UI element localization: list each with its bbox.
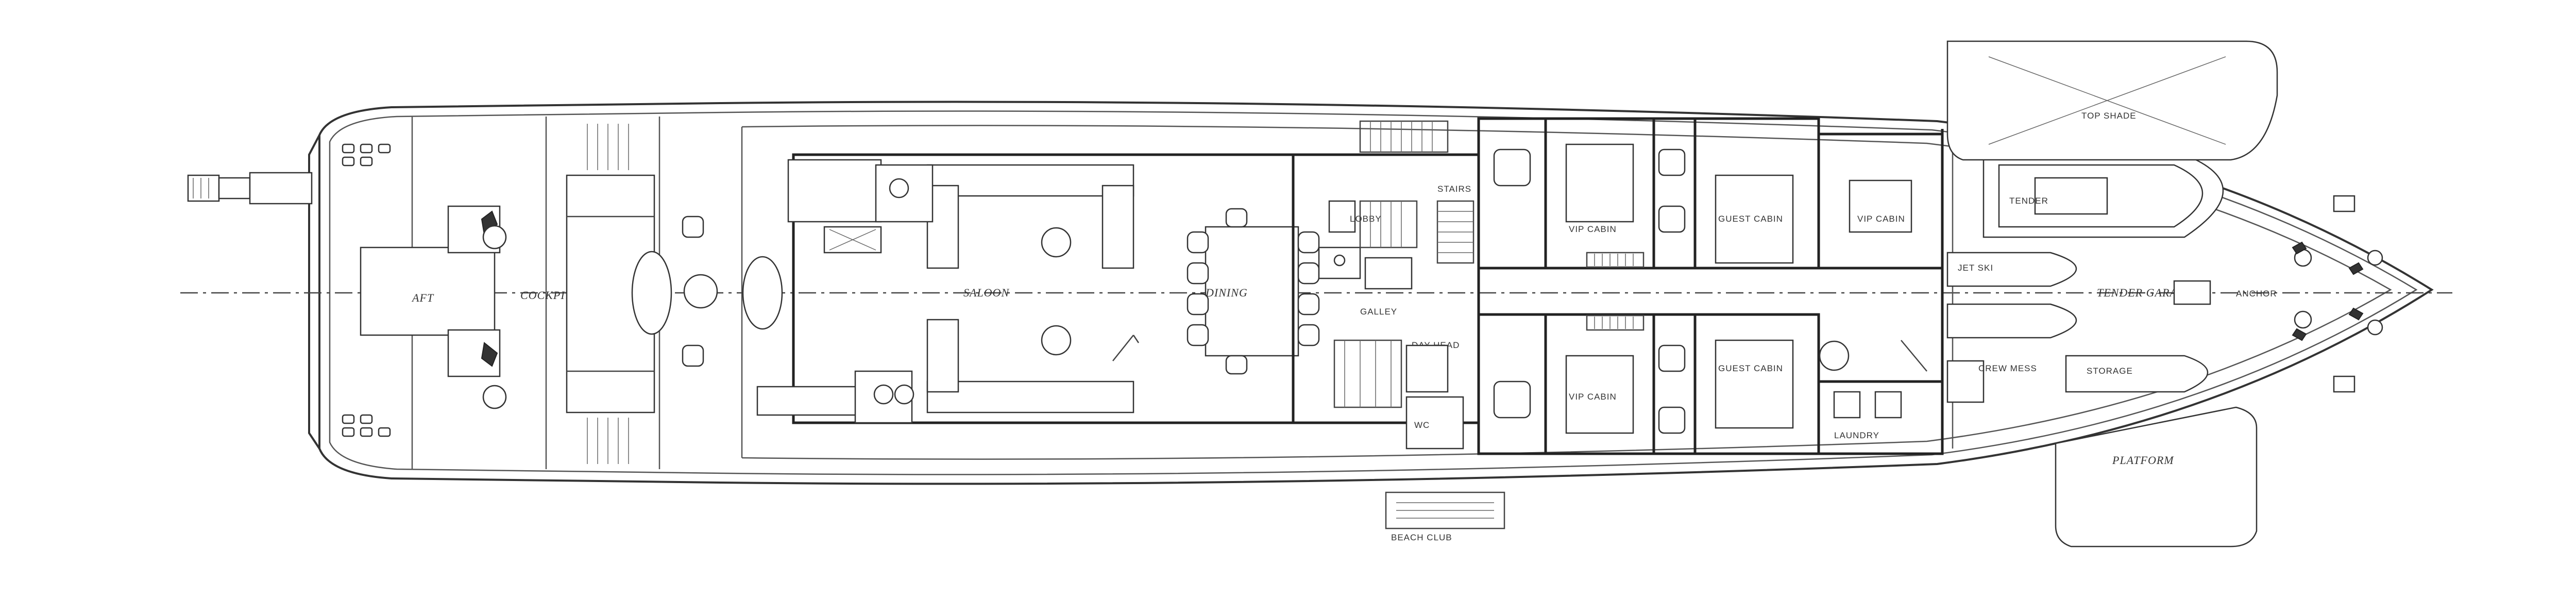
beach-club-hatch: BEACH CLUB [1385,491,1505,542]
guest-cabin-stbd-label: GUEST CABIN [1718,363,1783,373]
stern-gangway [187,172,313,205]
galley-lobby: GALLEY LOBBY DAY HEAD WC [1292,120,1480,450]
vip-fwd-label: VIP CABIN [1857,214,1905,224]
cockpit-area [566,124,783,464]
tender-label: TENDER [2009,196,2048,206]
saloon: SALOON [756,153,1295,424]
laundry-label: LAUNDRY [1834,431,1879,440]
jet-ski-label: JET SKI [1958,263,1993,273]
cockpit-label: COCKPIT [520,289,572,302]
dining-label: DINING [1205,286,1248,299]
forward-vip: VIP CABIN LAUNDRY [1817,129,1944,455]
storage-label: STORAGE [2087,366,2133,376]
vip-cabin-stbd-label: VIP CABIN [1569,392,1617,402]
cabins-block: VIP CABIN VIP CABIN GUEST CABIN GUEST CA… [1477,117,1927,455]
guest-cabin-port-label: GUEST CABIN [1718,214,1783,224]
side-platform-bottom-label: PLATFORM [2112,454,2174,467]
vip-cabin-port-label: VIP CABIN [1569,224,1617,234]
crew-stairs-label: STAIRS [1437,184,1471,194]
saloon-label: SALOON [963,286,1009,299]
galley-label: GALLEY [1360,307,1397,317]
aft-deck-label: AFT [411,291,434,304]
crew-mess-label: CREW MESS [1978,363,2037,373]
wc-label: WC [1414,420,1430,430]
side-platforms: TOP SHADE PLATFORM [1946,40,2278,548]
aft-deck: AFT COCKPIT [342,143,572,437]
beach-club-label: BEACH CLUB [1391,533,1452,542]
foredeck: ANCHOR [2173,195,2383,393]
dining: DINING [1187,208,1320,375]
tender-garage: TENDER JET SKI STORAGE TENDER GARAGE CRE… [1946,135,2224,449]
anchor-label: ANCHOR [2236,289,2277,299]
lobby-label: LOBBY [1350,214,1382,224]
side-platform-top-label: TOP SHADE [2081,111,2137,121]
